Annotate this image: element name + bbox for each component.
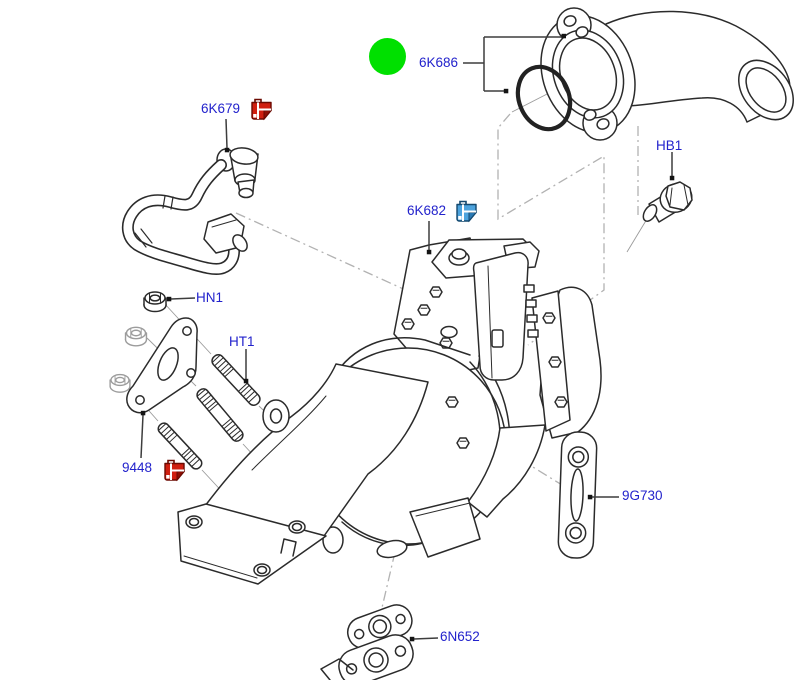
- red-clip-icon: [251, 98, 273, 121]
- turbocharger-art: [177, 237, 602, 585]
- leader-lines: [140, 36, 673, 640]
- selected-part-indicator: [369, 38, 406, 75]
- part-label-6N652[interactable]: 6N652: [440, 629, 480, 644]
- part-label-9G730[interactable]: 9G730: [622, 488, 663, 503]
- o-ring-art: [515, 64, 573, 132]
- oil-feed-pipe-art: [121, 147, 259, 276]
- note-icon-red-6K679[interactable]: [250, 97, 273, 121]
- part-label-6K679[interactable]: 6K679: [201, 101, 241, 116]
- part-label-HB1[interactable]: HB1: [656, 138, 683, 153]
- studs-ht1-art: [157, 354, 261, 470]
- part-label-6K686[interactable]: 6K686: [419, 55, 459, 70]
- gasket-6n652-art: [320, 604, 414, 680]
- part-label-HT1[interactable]: HT1: [229, 334, 255, 349]
- gasket-9g730-art: [557, 431, 598, 559]
- part-label-9448[interactable]: 9448: [122, 460, 153, 475]
- outlet-pipe-art: [540, 7, 794, 141]
- leader-dots: [140, 33, 675, 642]
- red-clip-icon: [164, 459, 186, 482]
- part-label-HN1[interactable]: HN1: [196, 290, 224, 305]
- blue-clip-icon: [456, 200, 478, 223]
- gasket-9448-art: [126, 317, 198, 414]
- note-icon-blue-6K682[interactable]: [455, 199, 478, 223]
- bolt-hb1-art: [642, 181, 693, 223]
- note-icon-red-9448[interactable]: [163, 458, 186, 482]
- part-label-6K682[interactable]: 6K682: [407, 203, 447, 218]
